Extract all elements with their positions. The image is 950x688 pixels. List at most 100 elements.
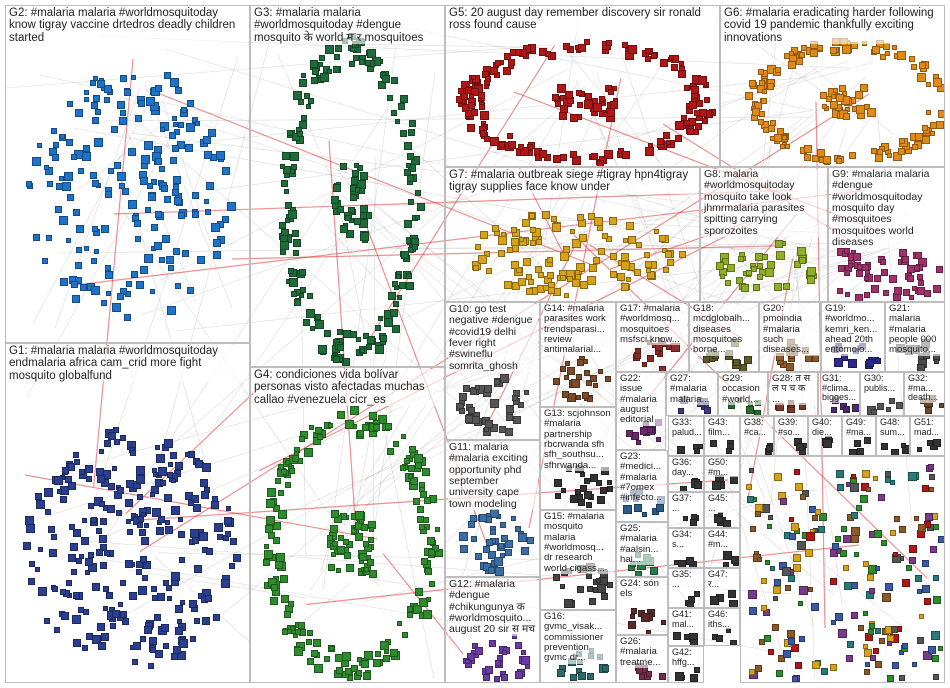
node-marker (517, 402, 524, 409)
node-marker (211, 495, 218, 502)
node-marker (178, 556, 185, 563)
node-marker (807, 587, 813, 593)
node-marker (925, 110, 931, 116)
node-marker (400, 94, 409, 103)
edge-line (529, 242, 770, 250)
node-marker (597, 248, 605, 256)
group-panel-g22: G22: issue #malaria august editorial (616, 372, 666, 450)
node-marker (95, 467, 104, 476)
node-marker (73, 452, 80, 459)
node-marker (368, 411, 377, 420)
node-marker (85, 632, 93, 640)
node-marker (294, 647, 304, 657)
node-marker (577, 586, 585, 594)
node-marker (830, 577, 838, 585)
node-marker (683, 516, 689, 522)
node-marker (175, 86, 183, 94)
node-marker (929, 130, 935, 136)
node-marker (299, 121, 308, 130)
node-marker (570, 674, 578, 682)
node-marker (534, 266, 542, 274)
node-marker (119, 579, 126, 586)
group-panel-g40: G40: die... (808, 416, 842, 456)
node-marker (404, 168, 412, 176)
node-marker (134, 114, 142, 122)
node-marker (640, 427, 649, 436)
group-label-g40: G40: die... (811, 418, 840, 438)
node-marker (475, 647, 484, 656)
node-marker (37, 142, 43, 148)
node-marker (552, 222, 562, 232)
node-marker (724, 280, 731, 287)
node-marker (916, 446, 922, 452)
node-marker (157, 516, 165, 524)
node-marker (881, 442, 889, 450)
node-marker (163, 438, 173, 448)
node-marker (116, 100, 125, 109)
node-marker (28, 578, 36, 586)
node-marker (912, 285, 918, 291)
node-marker (172, 144, 180, 152)
node-marker (901, 443, 907, 449)
node-marker (486, 268, 493, 274)
node-marker (511, 394, 518, 401)
node-marker (115, 510, 122, 517)
node-marker (224, 531, 231, 538)
node-marker (561, 391, 569, 399)
node-marker (60, 133, 66, 139)
node-marker (172, 115, 178, 121)
node-marker (853, 439, 861, 447)
group-panel-g16: G16: gvmc_visak... commissioner preventi… (540, 610, 616, 683)
node-marker (300, 114, 307, 121)
node-marker (284, 188, 290, 194)
node-marker (331, 541, 338, 548)
node-marker (420, 557, 428, 565)
node-marker (70, 281, 78, 289)
node-marker (123, 88, 131, 96)
node-marker (161, 185, 169, 193)
node-marker (809, 48, 818, 57)
node-marker (510, 227, 517, 234)
node-marker (570, 229, 576, 235)
node-marker (931, 630, 941, 640)
node-marker (263, 559, 271, 567)
node-marker (605, 376, 612, 383)
node-marker (375, 345, 385, 355)
node-marker (395, 273, 401, 279)
node-marker (362, 540, 369, 547)
node-marker (345, 420, 355, 430)
node-marker (366, 49, 376, 59)
node-marker (608, 88, 615, 95)
node-marker (120, 110, 127, 117)
node-marker (293, 299, 301, 307)
node-marker (656, 437, 662, 443)
node-marker (177, 140, 186, 149)
node-marker (273, 537, 281, 545)
node-marker (795, 442, 804, 451)
node-marker (494, 567, 504, 576)
node-marker (369, 526, 375, 532)
node-marker (51, 533, 58, 540)
node-marker (856, 104, 866, 114)
node-marker (70, 569, 77, 576)
node-marker (552, 155, 561, 164)
node-marker (916, 73, 926, 83)
node-marker (369, 569, 378, 578)
node-marker (303, 318, 310, 326)
node-marker (597, 368, 603, 374)
node-marker (173, 197, 182, 206)
group-label-g19: G19: #worldmo... kemri_ken... ahead 20th… (824, 304, 883, 356)
node-marker (89, 172, 97, 180)
node-marker (799, 51, 806, 58)
node-marker (160, 623, 169, 632)
group-panel-g43: G43: film... (704, 416, 740, 456)
node-marker (414, 190, 421, 197)
group-panel-g27: G27: #malaria malaria... (666, 372, 718, 416)
node-marker (681, 114, 688, 121)
node-marker (406, 175, 414, 183)
node-marker (134, 235, 141, 242)
node-marker (744, 356, 753, 365)
node-marker (591, 152, 599, 160)
node-marker (673, 632, 682, 641)
node-marker (484, 84, 490, 90)
